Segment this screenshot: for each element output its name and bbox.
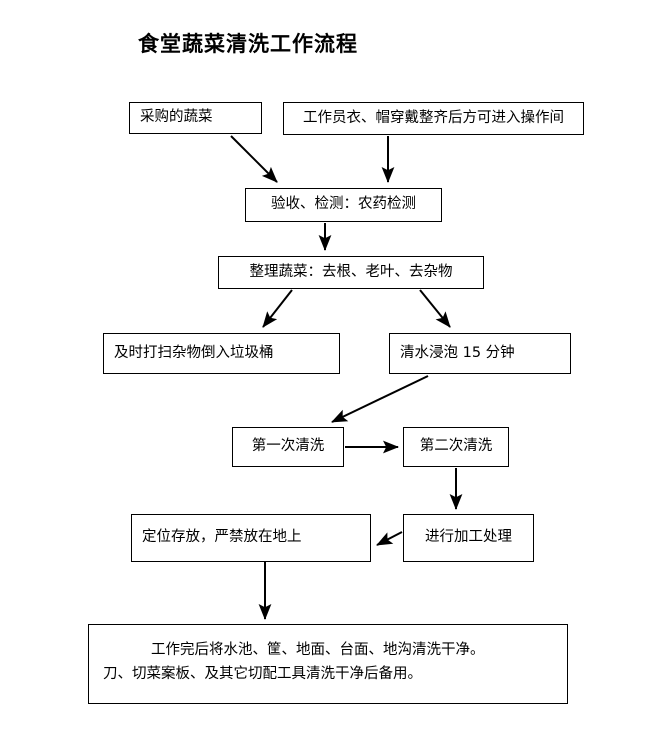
node-wash-first-label: 第一次清洗 [251, 438, 325, 455]
node-inspect-label: 验收、检测：农药检测 [271, 196, 416, 213]
node-wash-first[interactable]: 第一次清洗 [232, 427, 344, 467]
node-inspect[interactable]: 验收、检测：农药检测 [245, 188, 442, 222]
node-wash-second[interactable]: 第二次清洗 [403, 427, 509, 467]
node-store[interactable]: 定位存放，严禁放在地上 [131, 514, 371, 562]
node-uniform[interactable]: 工作员衣、帽穿戴整齐后方可进入操作间 [283, 102, 584, 135]
node-purchase-label: 采购的蔬菜 [140, 109, 213, 126]
node-waste[interactable]: 及时打扫杂物倒入垃圾桶 [103, 333, 340, 374]
node-purchase[interactable]: 采购的蔬菜 [129, 102, 262, 134]
edge-purchase-to-inspect [230, 135, 278, 183]
page-title: 食堂蔬菜清洗工作流程 [138, 32, 358, 56]
edge-trim-to-waste [262, 289, 293, 328]
node-cleanup-line-2: 刀、切菜案板、及其它切配工具清洗干净后备用。 [103, 665, 422, 682]
node-store-label: 定位存放，严禁放在地上 [142, 529, 302, 546]
node-cleanup[interactable]: 工作完后将水池、筐、地面、台面、地沟清洗干净。 刀、切菜案板、及其它切配工具清洗… [88, 624, 568, 704]
node-soak[interactable]: 清水浸泡 15 分钟 [389, 333, 571, 374]
node-process[interactable]: 进行加工处理 [403, 514, 534, 562]
node-cleanup-line-1: 工作完后将水池、筐、地面、台面、地沟清洗干净。 [151, 642, 485, 658]
node-process-label: 进行加工处理 [425, 529, 512, 546]
node-wash-second-label: 第二次清洗 [419, 438, 493, 455]
edge-process-to-store [376, 531, 403, 546]
node-trim-label: 整理蔬菜：去根、老叶、去杂物 [249, 263, 453, 280]
edge-trim-to-soak [419, 289, 451, 328]
node-trim[interactable]: 整理蔬菜：去根、老叶、去杂物 [218, 256, 484, 289]
node-soak-label: 清水浸泡 15 分钟 [400, 344, 515, 361]
edge-soak-to-wash-first [331, 375, 429, 423]
node-uniform-label: 工作员衣、帽穿戴整齐后方可进入操作间 [303, 109, 564, 126]
node-waste-label: 及时打扫杂物倒入垃圾桶 [114, 344, 274, 361]
